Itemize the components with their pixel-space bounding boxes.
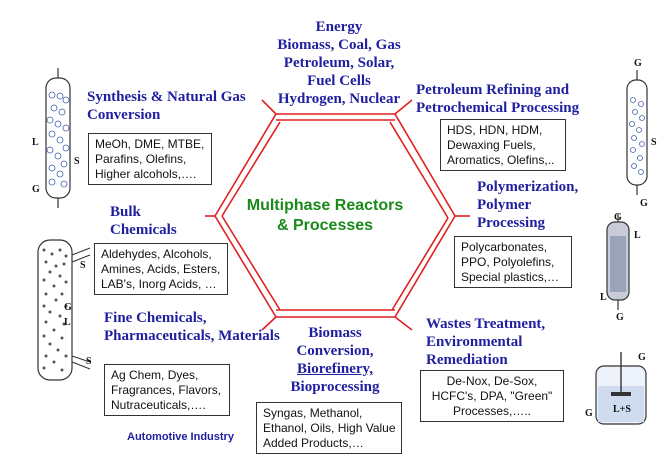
petroleum-title-line: Petroleum Refining and xyxy=(416,82,570,98)
synthesis-item: MeOh, DME, MTBE, xyxy=(95,137,205,151)
wastes-item: HCFC's, DPA, "Green" xyxy=(431,389,553,403)
petroleum-item: Dewaxing Fuels, xyxy=(447,138,536,152)
reactor1-label: S xyxy=(74,156,80,167)
polymer-title-line: Processing xyxy=(477,215,546,231)
biomass-box: Syngas, Methanol, Ethanol, Oils, High Va… xyxy=(256,402,402,454)
energy-line: Biomass, Coal, Gas xyxy=(277,37,401,53)
wastes-item: De-Nox, De-Sox, xyxy=(446,374,538,388)
energy-line: Fuel Cells xyxy=(307,73,371,89)
automotive-label: Automotive Industry xyxy=(127,431,234,443)
fine-item: Fragrances, Flavors, xyxy=(111,383,222,397)
reactor4-label: G xyxy=(614,212,622,223)
polymer-heading: Polymerization, Polymer Processing xyxy=(477,178,578,232)
reactor3-label: G xyxy=(634,58,642,69)
reactor1-label: G xyxy=(32,184,40,195)
polymer-box: Polycarbonates, PPO, Polyolefins, Specia… xyxy=(454,236,572,288)
biomass-item: Added Products,… xyxy=(263,436,364,450)
synthesis-title-line: Conversion xyxy=(87,107,161,123)
reactor4-label: G xyxy=(616,312,624,323)
fine-title-line: Fine Chemicals, xyxy=(104,310,207,326)
reactor4-label: L xyxy=(600,292,607,303)
wastes-heading: Wastes Treatment, Environmental Remediat… xyxy=(426,315,545,369)
fine-title-line: Pharmaceuticals, Materials xyxy=(104,328,280,344)
energy-heading: Energy Biomass, Coal, Gas Petroleum, Sol… xyxy=(268,18,410,108)
petroleum-title-line: Petrochemical Processing xyxy=(416,100,580,116)
polymer-item: PPO, Polyolefins, xyxy=(461,255,555,269)
synthesis-title-line: Synthesis & Natural Gas xyxy=(87,89,246,105)
reactor2-label: S xyxy=(80,260,86,271)
hexagon-shape xyxy=(205,99,470,331)
petroleum-item: Aromatics, Olefins,.. xyxy=(447,153,555,167)
biomass-item: Ethanol, Oils, High Value xyxy=(263,421,396,435)
biomass-title-line: Bioprocessing xyxy=(290,379,380,395)
wastes-item: Processes,….. xyxy=(452,404,532,418)
reactor5-label: G xyxy=(638,352,646,363)
reactor1-label: L xyxy=(32,137,39,148)
biomass-heading: Biomass Conversion, Biorefinery, Bioproc… xyxy=(285,324,385,396)
wastes-title-line: Wastes Treatment, xyxy=(426,316,546,332)
bulk-item: LAB's, Inorg Acids, … xyxy=(101,277,217,291)
fine-item: Ag Chem, Dyes, xyxy=(111,368,199,382)
wastes-title-line: Remediation xyxy=(426,352,508,368)
reactor4-label: L xyxy=(634,230,641,241)
bulk-heading: Bulk Chemicals xyxy=(110,203,177,239)
energy-line: Energy xyxy=(315,19,363,35)
polymer-title-line: Polymer xyxy=(477,197,532,213)
petroleum-box: HDS, HDN, HDM, Dewaxing Fuels, Aromatics… xyxy=(440,119,566,171)
petroleum-item: HDS, HDN, HDM, xyxy=(447,123,543,137)
synthesis-box: MeOh, DME, MTBE, Parafins, Olefins, High… xyxy=(88,133,212,185)
synthesis-item: Higher alcohols,…. xyxy=(95,167,197,181)
wastes-box: De-Nox, De-Sox, HCFC's, DPA, "Green" Pro… xyxy=(420,370,564,422)
reactor-column-4 xyxy=(606,214,630,310)
bulk-box: Aldehydes, Alcohols, Amines, Acids, Este… xyxy=(94,243,228,295)
reactor3-label: G xyxy=(640,198,648,209)
fine-heading: Fine Chemicals, Pharmaceuticals, Materia… xyxy=(104,309,280,345)
biomass-title-line: Biomass xyxy=(308,325,362,341)
biomass-title-line: Conversion, xyxy=(296,343,374,359)
reactor5-label: L+S xyxy=(613,404,631,415)
center-title: Multiphase Reactors & Processes xyxy=(240,196,410,236)
reactor3-label: S xyxy=(651,137,657,148)
polymer-item: Special plastics,… xyxy=(461,270,560,284)
polymer-item: Polycarbonates, xyxy=(461,240,548,254)
reactor2-label: G xyxy=(64,302,72,313)
reactor-column-1 xyxy=(45,68,71,208)
energy-line: Petroleum, Solar, xyxy=(283,55,395,71)
biomass-title-line: Biorefinery, xyxy=(297,361,373,377)
synthesis-heading: Synthesis & Natural Gas Conversion xyxy=(87,88,246,124)
bulk-item: Amines, Acids, Esters, xyxy=(101,262,221,276)
reactor2-label: L xyxy=(64,317,71,328)
stirred-tank-reactor xyxy=(595,352,647,425)
reactor5-label: G xyxy=(585,408,593,419)
bulk-item: Aldehydes, Alcohols, xyxy=(101,247,212,261)
bulk-title-line: Chemicals xyxy=(110,222,177,238)
synthesis-item: Parafins, Olefins, xyxy=(95,152,187,166)
reactor-column-2 xyxy=(37,239,91,381)
energy-line: Hydrogen, Nuclear xyxy=(277,91,401,107)
fine-item: Nutraceuticals,…. xyxy=(111,398,206,412)
wastes-title-line: Environmental xyxy=(426,334,523,350)
reactor2-label: S xyxy=(86,356,92,367)
center-title-line: Multiphase Reactors xyxy=(246,197,404,214)
fine-box: Ag Chem, Dyes, Fragrances, Flavors, Nutr… xyxy=(104,364,230,416)
petroleum-heading: Petroleum Refining and Petrochemical Pro… xyxy=(416,81,579,117)
bulk-title-line: Bulk xyxy=(110,204,141,220)
biomass-item: Syngas, Methanol, xyxy=(263,406,363,420)
center-title-line: & Processes xyxy=(276,217,374,234)
reactor-column-3 xyxy=(626,70,648,195)
polymer-title-line: Polymerization, xyxy=(477,179,579,195)
